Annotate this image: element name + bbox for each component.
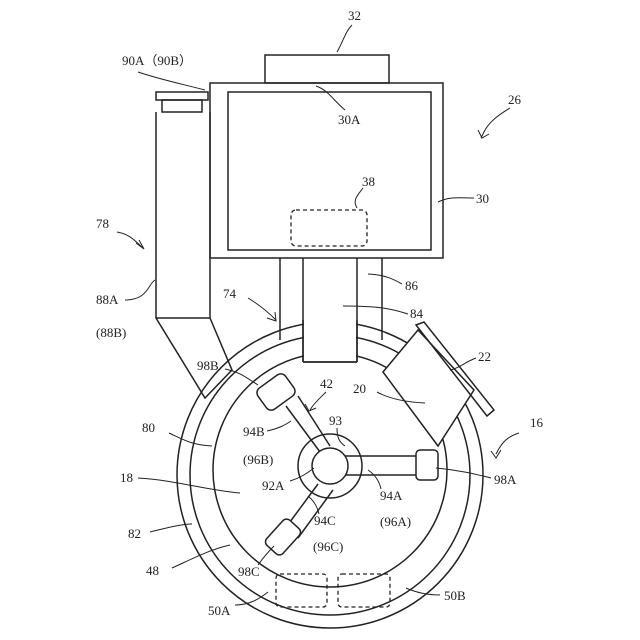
leader-42	[310, 392, 326, 410]
side-nozzle-22	[383, 322, 494, 446]
label-18: 18	[120, 470, 133, 485]
dashed-unit-38	[291, 210, 367, 246]
label-38: 38	[362, 174, 375, 189]
leader-84	[343, 306, 408, 314]
label-94A: 94A	[380, 488, 403, 503]
leader-74	[248, 298, 276, 320]
intake-tube	[156, 112, 232, 398]
label-96A: (96A)	[380, 514, 411, 529]
leader-32	[337, 25, 352, 52]
label-92A: 92A	[262, 478, 285, 493]
leader-18	[138, 478, 240, 493]
label-16: 16	[530, 415, 544, 430]
label-98B: 98B	[197, 358, 219, 373]
label-82: 82	[128, 526, 141, 541]
tube-cap-neck	[162, 100, 202, 112]
label-80: 80	[142, 420, 155, 435]
tube-cap	[156, 92, 208, 100]
leader-16	[496, 433, 519, 454]
leader-26	[483, 108, 510, 134]
top-port-box	[265, 55, 389, 83]
label-98A: 98A	[494, 472, 517, 487]
arrow-78	[136, 240, 144, 249]
leader-94A	[368, 470, 381, 489]
label-88B: (88B)	[96, 325, 126, 340]
label-96B: (96B)	[243, 452, 273, 467]
label-88A: 88A	[96, 292, 119, 307]
label-26: 26	[508, 92, 522, 107]
label-84: 84	[410, 306, 424, 321]
dashed-unit-50A	[276, 574, 327, 607]
upper-housing-inner	[228, 92, 431, 250]
label-90A-90B: 90A（90B）	[122, 53, 192, 68]
label-20: 20	[353, 381, 366, 396]
label-30: 30	[476, 191, 489, 206]
label-86: 86	[405, 278, 419, 293]
leader-88A	[125, 280, 155, 300]
label-94B: 94B	[243, 424, 265, 439]
leader-92A	[290, 468, 314, 481]
leader-30A	[316, 86, 345, 110]
label-30A: 30A	[338, 112, 361, 127]
leader-90	[138, 72, 205, 90]
label-98C: 98C	[238, 564, 260, 579]
label-48: 48	[146, 563, 159, 578]
label-93: 93	[329, 413, 342, 428]
label-78: 78	[96, 216, 109, 231]
label-50B: 50B	[444, 588, 466, 603]
leader-86	[368, 274, 402, 284]
arm-94B	[255, 371, 330, 452]
label-22: 22	[478, 349, 491, 364]
upper-housing-outer	[210, 83, 443, 258]
leader-80	[169, 433, 212, 446]
label-50A: 50A	[208, 603, 231, 618]
arm-94A	[345, 450, 438, 480]
dashed-unit-50B	[338, 574, 390, 607]
label-74: 74	[223, 286, 237, 301]
label-42: 42	[320, 376, 333, 391]
label-96C: (96C)	[313, 539, 343, 554]
label-94C: 94C	[314, 513, 336, 528]
leader-94B	[267, 421, 291, 431]
leader-98C	[258, 546, 274, 565]
column-mask	[304, 318, 356, 361]
label-32: 32	[348, 8, 361, 23]
hub-center	[312, 448, 348, 484]
leader-38	[355, 188, 363, 208]
